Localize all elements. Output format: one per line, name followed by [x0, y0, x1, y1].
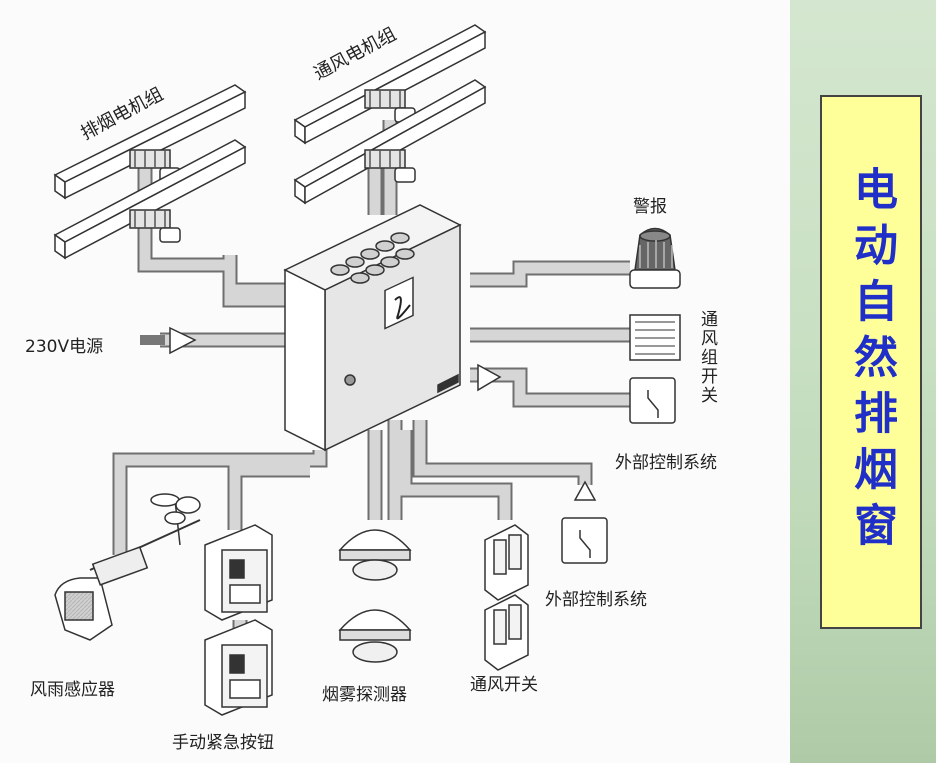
control-box: [283, 204, 462, 452]
title-box: 电动自然排烟窗: [820, 95, 922, 629]
label-smoke-detector: 烟雾探测器: [322, 685, 407, 705]
cable-glands: [330, 232, 415, 284]
smoke-motor-group: [53, 84, 247, 260]
external-control-switch-2: [561, 480, 608, 564]
label-external-control-1: 外部控制系统: [615, 453, 717, 473]
system-diagram: 排烟电机组 通风电机组 警报 230V电源 通风组开关 外部控制系统 外部控制系…: [25, 24, 718, 753]
wind-rain-sensor-device: [54, 493, 201, 641]
vent-switch-upper: [484, 524, 529, 601]
smoke-detector-lower: [338, 609, 412, 663]
label-wind-rain-sensor: 风雨感应器: [30, 680, 115, 700]
vent-motor-group: [293, 24, 487, 205]
slide-title: 电动自然排烟窗: [846, 166, 897, 558]
label-power: 230V电源: [25, 337, 103, 357]
external-control-switch-1: [629, 377, 676, 424]
label-vent-group-switch: 通风组开关: [697, 310, 718, 405]
smoke-motor-lower: [53, 139, 247, 260]
label-manual-button: 手动紧急按钮: [172, 733, 274, 753]
vent-motor-lower: [293, 79, 487, 205]
external-control-arrow-1: [477, 363, 502, 392]
alarm-beacon: [629, 227, 681, 289]
label-vent-switch: 通风开关: [470, 675, 538, 695]
smoke-motor-upper: [53, 84, 247, 200]
label-external-control-2: 外部控制系统: [545, 590, 647, 610]
vent-switch-lower: [484, 594, 529, 671]
smoke-detector-upper: [338, 529, 412, 581]
manual-button-device-lower: [204, 619, 273, 716]
vent-group-switch-device: [629, 314, 681, 361]
manual-button-device-upper: [204, 524, 273, 621]
system-diagram-panel: 排烟电机组 通风电机组 警报 230V电源 通风组开关 外部控制系统 外部控制系…: [25, 23, 718, 753]
label-alarm: 警报: [633, 197, 667, 217]
power-arrow: [140, 326, 197, 355]
